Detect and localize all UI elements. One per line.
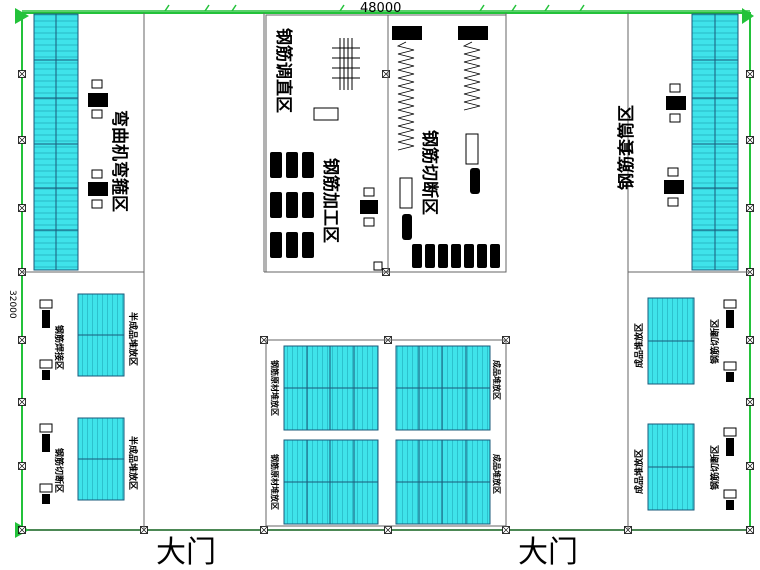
column-marker-cross <box>746 462 754 470</box>
zone-label-rebar-bending: 弯曲机弯箍区 <box>109 110 130 212</box>
column-marker-cross <box>18 136 26 144</box>
column-marker-cross <box>746 526 754 534</box>
column-marker-cross <box>18 462 26 470</box>
zone-label-rebar-stack-2: 钢筋原材堆放区 <box>270 454 280 510</box>
top-dimension-line <box>22 4 750 12</box>
right-machines <box>664 83 686 207</box>
zone-label-rebar-stack-1: 钢筋原材堆放区 <box>270 360 280 416</box>
center-bottom-block <box>265 339 507 527</box>
zone-label-right-finished-1: 成品堆放区 <box>633 323 645 368</box>
column-marker-cross <box>18 398 26 406</box>
column-marker-cross <box>18 70 26 78</box>
gate-label-right: 大门 <box>518 535 578 570</box>
column-marker-cross <box>502 526 510 534</box>
zone-label-straightening: 钢筋调直区 <box>273 28 294 113</box>
width-dimension-label: 48000 <box>360 1 401 16</box>
center-top-block <box>265 14 507 273</box>
left-rack-stack <box>33 13 79 271</box>
zone-label-welding: 钢筋焊接区 <box>53 325 65 370</box>
height-dimension-label: 32000 <box>7 290 17 319</box>
column-marker-cross <box>746 336 754 344</box>
zone-label-coupler-right: 钢筋套筒区 <box>616 105 637 190</box>
bending-machines <box>88 79 108 209</box>
zone-label-right-finished-2: 成品堆放区 <box>633 449 645 494</box>
zone-label-finished-left-1: 半成品堆放区 <box>127 312 139 366</box>
column-marker-cross <box>746 136 754 144</box>
zone-label-right-cut-2: 钢筋切断区 <box>709 445 721 490</box>
column-marker-cross <box>746 70 754 78</box>
column-marker-cross <box>746 204 754 212</box>
column-marker-cross <box>746 398 754 406</box>
zone-label-finished-center-2: 成品堆放区 <box>492 454 502 494</box>
zone-label-cutting: 钢筋切断区 <box>419 130 440 215</box>
zone-label-finished-center-1: 成品堆放区 <box>492 360 502 400</box>
column-marker-cross <box>18 336 26 344</box>
zone-label-right-cut-1: 钢筋切断区 <box>709 319 721 364</box>
column-marker-cross <box>260 526 268 534</box>
right-rack-stack <box>691 13 739 271</box>
zone-label-cut-left: 钢筋切断区 <box>53 448 65 493</box>
right-mid-rack <box>647 297 737 511</box>
zone-label-processing-center: 钢筋加工区 <box>320 158 341 243</box>
column-marker-cross <box>18 204 26 212</box>
column-marker-cross <box>384 526 392 534</box>
column-marker-cross <box>18 526 26 534</box>
gate-label-left: 大门 <box>156 535 216 570</box>
zone-label-finished-left-2: 半成品堆放区 <box>127 436 139 490</box>
left-mid-rack <box>39 293 125 504</box>
